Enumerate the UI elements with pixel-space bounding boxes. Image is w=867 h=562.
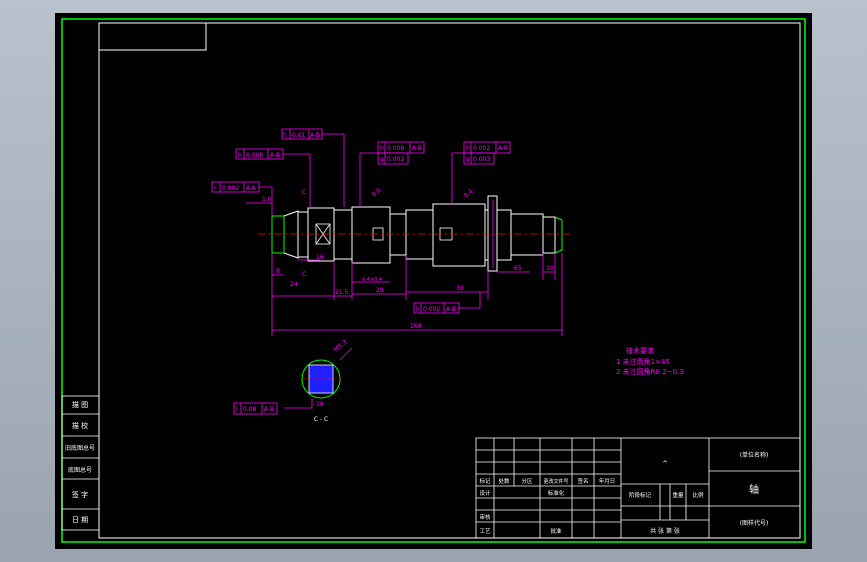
tol-frame-3	[211, 181, 260, 193]
left-label-3: 旧底图总号	[65, 444, 95, 452]
dim-18: 18	[316, 401, 324, 408]
tb-row-design: 设计	[479, 489, 491, 497]
tol-6-symbol: h	[466, 145, 470, 152]
title-block-grid	[475, 437, 801, 539]
tb-row-standard: 标准化	[548, 489, 565, 497]
tb-drawing-no: (图样代号)	[740, 519, 769, 527]
dim-160: 160	[410, 323, 422, 330]
notes-title: 技术要求	[626, 346, 654, 355]
dim-65: 65	[514, 265, 522, 272]
tol-9-symbol: i	[236, 406, 238, 413]
outer-frame	[61, 18, 806, 543]
tol-6-value: 0.002	[473, 145, 490, 152]
dim-c-bottom: C	[302, 271, 306, 278]
tb-weight-label: 重量	[672, 491, 684, 499]
tb-stage-label: 阶段标记	[629, 491, 652, 499]
tb-company: (单位名称)	[740, 451, 769, 459]
left-label-4: 底图总号	[68, 466, 92, 474]
tol-frame-1	[281, 128, 323, 140]
left-label-1: 描 图	[72, 400, 88, 409]
tol-frame-4	[377, 141, 425, 165]
tol-4-value: 0.008	[387, 145, 404, 152]
dim-29: 29	[376, 287, 384, 294]
inner-border	[98, 22, 801, 539]
dim-30: 30	[456, 285, 464, 292]
top-left-box	[98, 22, 207, 51]
dim-small: 0.4×0.4	[362, 277, 382, 283]
tb-header-3: 分区	[521, 477, 533, 485]
tol-frame-6	[463, 141, 511, 165]
left-column	[61, 395, 100, 531]
tb-sheet-info: 共 张 第 张	[650, 527, 680, 535]
notes-line-1: 1 未注倒角1×45	[616, 357, 670, 366]
tb-material-mark: ^	[662, 460, 668, 468]
tol-frame-2	[235, 148, 284, 160]
tol-4-datum: A-B	[412, 145, 422, 152]
dim-04: 0.4	[463, 188, 475, 200]
left-label-6: 日 期	[72, 516, 88, 524]
tb-row-process: 工艺	[479, 528, 491, 535]
tol-1-symbol: h	[283, 132, 287, 139]
tb-row-approve: 批准	[550, 527, 562, 535]
left-label-2: 描 校	[72, 421, 88, 430]
tol-7-value: 0.003	[473, 156, 490, 163]
tol-frame-8	[413, 302, 460, 314]
drawing-background	[55, 13, 812, 549]
tol-6-datum: A-B	[498, 145, 508, 152]
tol-1-datum: A-B	[310, 132, 320, 139]
tol-8-value: 0.002	[423, 306, 440, 313]
tol-4-symbol: h	[380, 145, 384, 152]
tol-9-value: 0.08	[243, 406, 257, 413]
tol-8-symbol: h	[416, 306, 420, 313]
tol-3-datum: A-B	[246, 185, 256, 192]
tol-5-value: 0.002	[387, 156, 404, 163]
tol-8-datum: A-B	[446, 306, 456, 313]
tb-header-6: 年月日	[599, 477, 616, 485]
dim-8: 8	[276, 268, 280, 275]
tol-3-symbol: r	[214, 185, 217, 192]
tb-header-4: 更改文件号	[543, 478, 568, 485]
tb-header-5: 签名	[577, 477, 588, 485]
tol-2-value: 0.005	[246, 152, 263, 159]
dim-10: 10	[546, 265, 554, 272]
tol-3-value: 0.002	[222, 185, 239, 192]
tol-9-datum: A-B	[264, 406, 274, 413]
tol-2-datum: A-B	[270, 152, 280, 159]
tb-row-review: 审核	[479, 513, 491, 521]
tb-drawing-name: 轴	[749, 483, 759, 496]
tol-frame-9	[233, 402, 278, 415]
tol-7-symbol: g	[466, 156, 470, 163]
dimension-lines	[246, 133, 563, 409]
shaft-outline	[271, 195, 563, 272]
tb-scale-label: 比例	[692, 491, 704, 499]
notes-line-2: 2 未注圆角R0.2~0.3	[616, 367, 684, 376]
dim-215: 21.5	[335, 289, 349, 296]
left-label-5: 签 字	[72, 490, 88, 499]
dim-1: 1.0	[262, 196, 272, 203]
dim-16: 16	[316, 254, 324, 261]
section-label: C - C	[314, 416, 328, 423]
tb-header-1: 标记	[479, 477, 491, 485]
tol-2-symbol: h	[238, 152, 242, 159]
dim-08: 0.8	[371, 187, 383, 199]
tol-1-value: 0.01	[292, 132, 306, 139]
dim-24: 24	[290, 281, 298, 288]
tol-5-symbol: g	[380, 156, 384, 163]
tb-header-2: 处数	[498, 477, 510, 485]
dim-c-top: C	[302, 189, 306, 196]
